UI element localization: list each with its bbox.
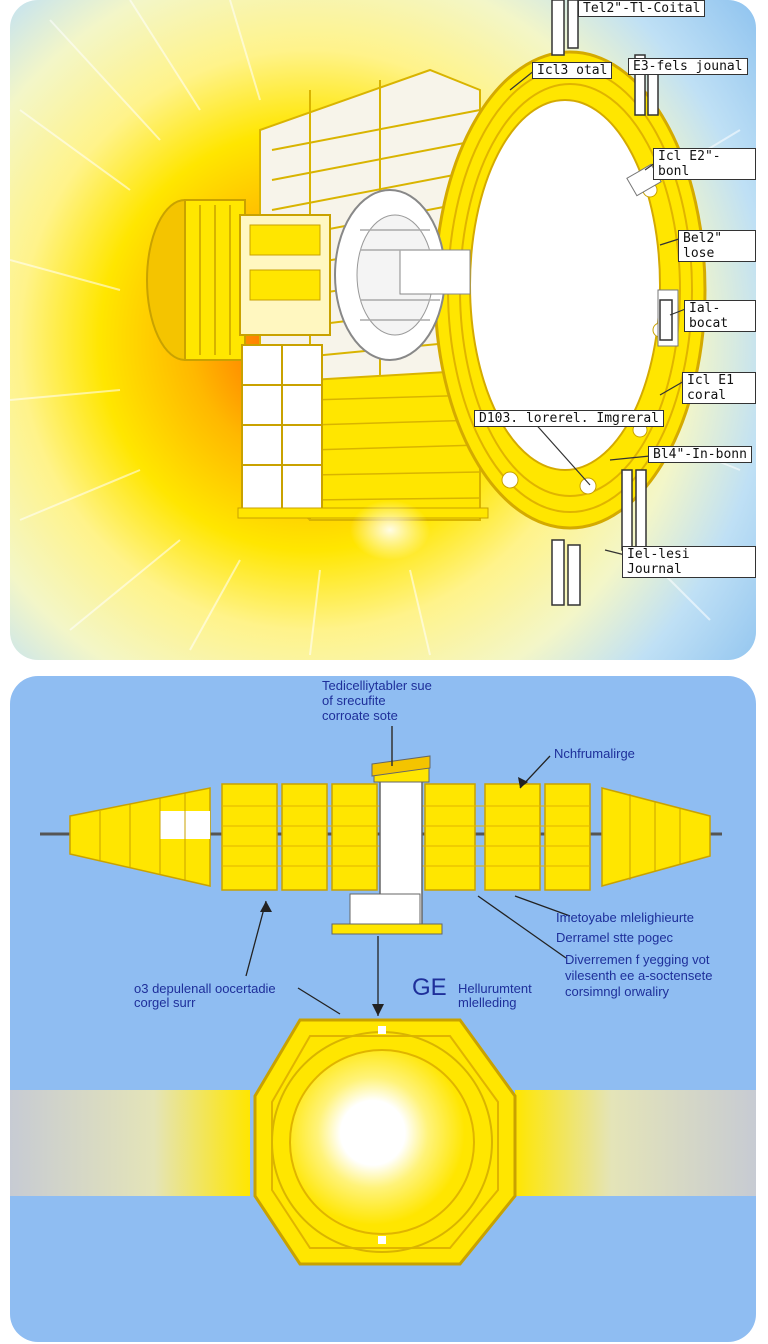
turbine-assembly-illustration <box>10 0 741 656</box>
callout-top-4: Icl E2"-bonl <box>653 148 756 180</box>
callout-bottom-2: Nchfrumalirge <box>554 746 635 761</box>
callout-bottom-title-line3: corroate sote <box>322 708 398 723</box>
callout-leaders-bottom <box>245 755 571 1016</box>
measurement-rails <box>551 0 673 606</box>
top-diagram-panel: Tel2"-Tl-Coital Icl3 otal E3-fels jounal… <box>10 0 756 660</box>
callout-bottom-3-line2: Derramel stte pogec <box>556 930 674 945</box>
right-cone <box>601 787 711 887</box>
glow-spot <box>350 500 430 560</box>
callout-top-6: Ial-bocat <box>684 300 756 332</box>
callout-bottom-title-line2: of srecufite <box>322 693 386 708</box>
callout-bottom-5-line2: corgel surr <box>134 995 196 1010</box>
callout-top-3: E3-fels jounal <box>628 58 748 75</box>
bottom-diagram-panel: Tedicelliytabler sue of srecufite corroa… <box>10 676 756 1342</box>
central-mount <box>331 726 443 935</box>
callout-top-1: Tel2"-Tl-Coital <box>578 0 706 17</box>
callout-bottom-title-line1: Tedicelliytabler sue <box>322 678 432 693</box>
band-right <box>515 1090 756 1196</box>
callout-bottom-title: Tedicelliytabler sue of srecufite corroa… <box>322 678 432 723</box>
rotor-assembly-illustration <box>10 726 756 1266</box>
callout-bottom-3-line1: Imetoyabe mlelighieurte <box>556 910 695 925</box>
glowing-housing <box>253 1018 517 1266</box>
callout-leaders <box>509 69 689 556</box>
callout-top-10: Iel-lesi Journal <box>622 546 756 578</box>
callout-bottom-3: Imetoyabe mlelighieurte Derramel stte po… <box>556 908 694 948</box>
callout-bottom-6: Hellurumtent mlelleding <box>458 982 532 1010</box>
callout-bottom-5-line1: o3 depulenall oocertadie <box>134 981 276 996</box>
callout-top-2: Icl3 otal <box>532 62 613 79</box>
callout-top-7: Icl E1 coral <box>682 372 756 404</box>
callout-bottom-ge: GE <box>412 974 447 1001</box>
callout-bottom-4-line2: vilesenth ee a-soctensete <box>565 968 713 983</box>
band-left <box>10 1090 250 1196</box>
rear-hub <box>146 199 331 361</box>
left-cone <box>69 787 211 887</box>
callout-bottom-4-line1: Diverremen f yegging vot <box>565 952 710 967</box>
callout-top-5: Bel2" lose <box>678 230 756 262</box>
callout-bottom-6-line1: Hellurumtent <box>458 981 532 996</box>
light-rays <box>10 0 741 656</box>
gear-assembly <box>334 189 471 361</box>
callout-bottom-6-line2: mlelleding <box>458 995 517 1010</box>
callout-bottom-5: o3 depulenall oocertadie corgel surr <box>134 982 276 1010</box>
main-ring-flange <box>433 50 707 530</box>
callout-top-9: Bl4"-In-bonn <box>648 446 752 463</box>
callout-top-8: D103. lorerel. Imgreral <box>474 410 665 427</box>
callout-bottom-4: Diverremen f yegging vot vilesenth ee a-… <box>565 952 712 1000</box>
rotor-blocks <box>221 783 591 891</box>
callout-bottom-4-line3: corsimngl orwaliry <box>565 984 670 999</box>
